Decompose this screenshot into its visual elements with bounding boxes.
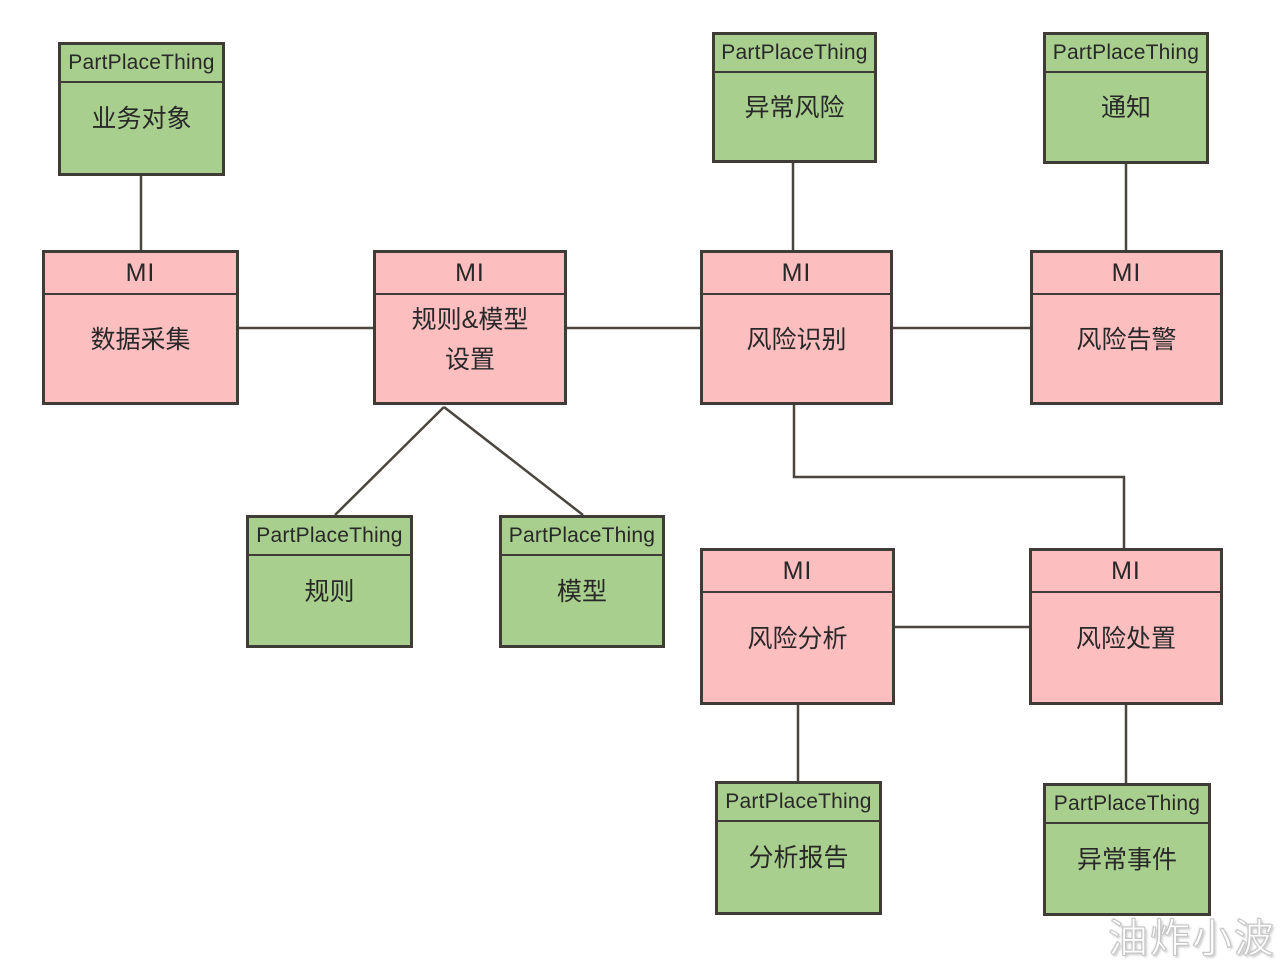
node-label: 分析报告 — [748, 844, 849, 872]
node-abnormal-event[interactable]: PartPlaceThing 异常事件 — [1043, 783, 1211, 916]
connector-rule-model-setting--rule — [334, 406, 445, 516]
node-label: 异常事件 — [1076, 845, 1177, 874]
node-label: 规则&模型 设置 — [411, 305, 529, 374]
node-header: PartPlaceThing — [249, 518, 410, 556]
node-rule[interactable]: PartPlaceThing 规则 — [246, 515, 413, 648]
node-header: PartPlaceThing — [502, 518, 662, 556]
node-header: MI — [45, 253, 236, 295]
node-label: 风险处置 — [1075, 624, 1176, 653]
watermark: 油炸小波 — [1108, 917, 1276, 960]
node-analysis-report[interactable]: PartPlaceThing 分析报告 — [715, 781, 882, 915]
node-risk-disposal[interactable]: MI 风险处置 — [1029, 548, 1223, 705]
connector-risk-identification--risk-disposal — [792, 405, 1126, 548]
node-label: 风险告警 — [1076, 325, 1177, 354]
node-header: MI — [703, 551, 892, 593]
node-header: MI — [1033, 253, 1220, 295]
node-header: MI — [1032, 551, 1220, 593]
node-risk-analysis[interactable]: MI 风险分析 — [700, 548, 895, 705]
node-header: PartPlaceThing — [715, 35, 874, 73]
node-abnormal-risk[interactable]: PartPlaceThing 异常风险 — [712, 32, 877, 163]
node-header: MI — [703, 253, 890, 295]
node-label: 风险识别 — [746, 325, 847, 354]
node-rule-model-setting[interactable]: MI 规则&模型 设置 — [373, 250, 567, 405]
node-label: 业务对象 — [91, 105, 192, 133]
node-label: 模型 — [556, 577, 607, 606]
node-header: PartPlaceThing — [718, 784, 879, 822]
node-header: MI — [376, 253, 564, 295]
node-header: PartPlaceThing — [1046, 786, 1208, 824]
node-notification[interactable]: PartPlaceThing 通知 — [1043, 32, 1209, 164]
node-business-object[interactable]: PartPlaceThing 业务对象 — [58, 42, 225, 176]
node-label: 通知 — [1100, 94, 1151, 122]
connector-rule-model-setting--model — [443, 406, 584, 516]
node-data-collection[interactable]: MI 数据采集 — [42, 250, 239, 405]
node-label: 异常风险 — [744, 93, 845, 122]
node-header: PartPlaceThing — [1046, 35, 1206, 73]
node-label: 数据采集 — [90, 325, 191, 354]
node-label: 风险分析 — [747, 624, 848, 653]
node-model[interactable]: PartPlaceThing 模型 — [499, 515, 665, 648]
node-label: 规则 — [304, 577, 355, 606]
node-risk-identification[interactable]: MI 风险识别 — [700, 250, 893, 405]
node-header: PartPlaceThing — [61, 45, 222, 83]
node-risk-alert[interactable]: MI 风险告警 — [1030, 250, 1223, 405]
